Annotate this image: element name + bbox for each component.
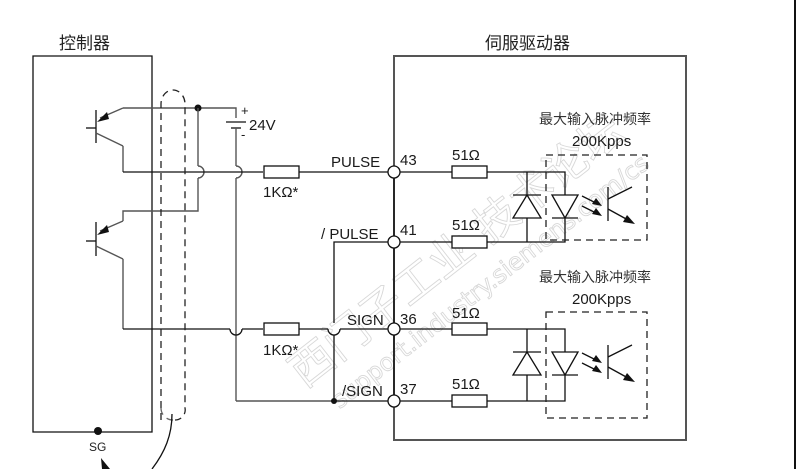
sg-label: SG (89, 440, 106, 454)
emitter-arrow-icon (97, 112, 109, 122)
resistor-51-sign (451, 322, 488, 336)
opto-note-line2: 200Kpps (572, 133, 631, 150)
terminal-sign: SIGN 36 (347, 311, 417, 329)
terminal-nsign: /SIGN 37 (342, 381, 417, 400)
shield-lead-wire (151, 413, 173, 469)
terminal-signal-label: /SIGN (342, 383, 383, 400)
resistor-51-nsign (451, 394, 488, 408)
controller-box (32, 55, 153, 433)
sg-terminal-dot (94, 427, 102, 435)
resistor-label: 51Ω (452, 217, 480, 234)
protection-diode-icon (511, 350, 543, 376)
resistor-1k-pulse (263, 165, 300, 179)
resistor-51-pulse (451, 165, 488, 179)
opto-note-line1: 最大输入脉冲频率 (539, 269, 651, 285)
terminal-pin-number: 37 (400, 381, 417, 398)
resistor-label: 51Ω (452, 376, 480, 393)
opto-note-line1: 最大输入脉冲频率 (539, 111, 651, 127)
optocoupler-boundary (545, 154, 648, 241)
terminal-signal-label: / PULSE (321, 226, 379, 243)
terminal-pin-number: 43 (400, 152, 417, 169)
wire-crossover (229, 328, 243, 336)
optocoupler-pulse: 最大输入脉冲频率 200Kpps (487, 111, 651, 243)
battery-minus-label: - (241, 127, 245, 142)
protection-diode-icon (511, 193, 543, 219)
npulse-wire (333, 241, 388, 323)
resistor-label: 51Ω (452, 305, 480, 322)
terminal-npulse: / PULSE 41 (321, 222, 417, 243)
terminal-pin-number: 36 (400, 311, 417, 328)
terminal-36-circle (387, 322, 401, 336)
resistor-1k-pulse-label: 1KΩ* (263, 184, 299, 201)
terminal-41-circle (387, 235, 401, 249)
shielded-cable (160, 89, 186, 421)
transistor-pulse (86, 107, 124, 172)
junction-dot (331, 398, 337, 404)
optocoupler-boundary (545, 311, 648, 419)
emitter-bus-wire (123, 107, 237, 118)
controller-title: 控制器 (59, 34, 110, 53)
resistor-1k-sign (263, 322, 300, 336)
terminal-signal-label: SIGN (347, 312, 384, 329)
battery-voltage-label: 24V (249, 117, 276, 134)
emitter-arrow-icon (97, 225, 109, 235)
servo-drive-title: 伺服驱动器 (485, 34, 570, 53)
terminal-37-circle (387, 394, 401, 408)
resistor-label: 51Ω (452, 147, 480, 164)
terminal-43-circle (387, 165, 401, 179)
terminal-signal-label: PULSE (331, 154, 380, 171)
resistor-51-npulse (451, 235, 488, 249)
terminal-pulse: PULSE 43 (331, 152, 417, 171)
battery-plus-label: + (241, 103, 249, 118)
sg-pointer-arrow (101, 458, 110, 469)
led-icon (550, 194, 580, 220)
resistor-1k-sign-label: 1KΩ* (263, 342, 299, 359)
led-icon (550, 351, 580, 377)
terminal-pin-number: 41 (400, 222, 417, 239)
optocoupler-sign: 最大输入脉冲频率 200Kpps (487, 269, 651, 419)
transistor-sign (86, 220, 124, 329)
battery-24v (226, 121, 246, 401)
opto-note-line2: 200Kpps (572, 291, 631, 308)
shield-end (160, 407, 174, 421)
